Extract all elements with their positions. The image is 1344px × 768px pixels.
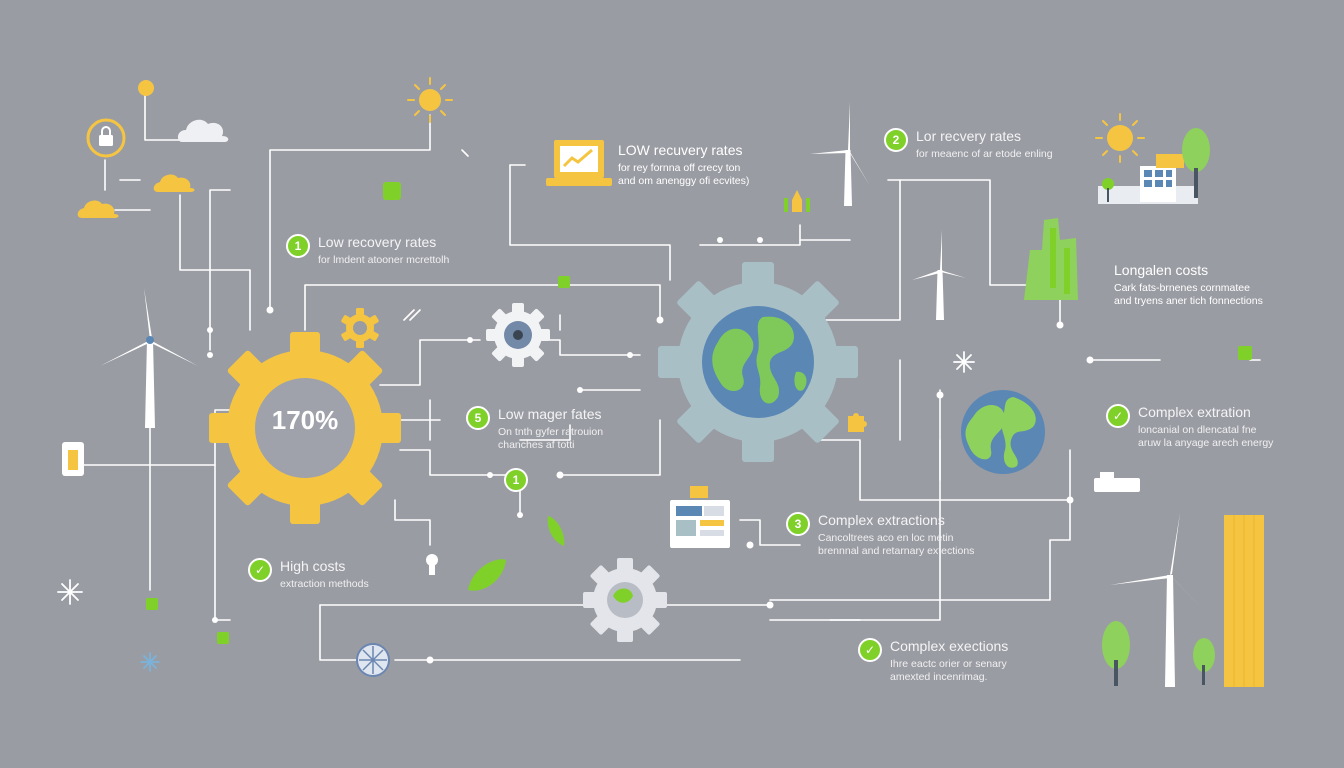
bulb-icon — [426, 554, 438, 575]
snowflake-icon — [57, 351, 975, 605]
dashboard-document-icon — [670, 486, 730, 548]
wind-turbine-icon — [100, 288, 198, 428]
small-gear-yellow — [341, 308, 379, 348]
callout-number-badge: 5 — [466, 406, 490, 430]
callout-title: Complex extractions — [818, 512, 945, 528]
callout-text: Ihre eactc orier or senary — [890, 658, 1007, 670]
callout-title: Lor recvery rates — [916, 128, 1022, 144]
cloud-icon — [77, 174, 195, 218]
callout-text: extraction methods — [280, 578, 369, 590]
callout-number-badge: ✓ — [248, 558, 272, 582]
tall-building-icon — [1224, 515, 1264, 687]
right-note-text: Cark fats-brnenes cornmatee — [1114, 282, 1250, 294]
callout-title: Low mager fates — [498, 406, 602, 422]
laptop-note: LOW recuvery rates for rey fornna off cr… — [618, 142, 749, 188]
callout-text: for lmdent atooner mcrettolh — [318, 254, 450, 266]
battery-icon — [62, 442, 84, 476]
blue-star-icon — [140, 652, 160, 672]
wind-turbine-icon — [810, 102, 870, 206]
globe-icon — [961, 390, 1045, 474]
leaf-icon — [468, 559, 506, 591]
callout-text: On tnth gyfer ratrouion — [498, 426, 604, 438]
callout-text: chanches af totti — [498, 439, 575, 451]
rocket-icon — [784, 190, 810, 212]
sun-icon — [1095, 113, 1145, 163]
cloud-icon — [177, 119, 229, 142]
callout-number-badge: 1 — [286, 234, 310, 258]
lock-icon — [86, 118, 126, 158]
callout-text: Cancoltrees aco en loc metin — [818, 532, 954, 544]
callout-text: aruw la anyage arech energy — [1138, 437, 1274, 449]
green-square-icon — [146, 182, 1252, 644]
laptop-note-text: for rey fornna off crecy ton — [618, 162, 741, 174]
callout-text: brennnal and retarnary extections — [818, 545, 975, 557]
tree-icon — [1102, 621, 1130, 686]
callout-text: for meaenc of ar etode enling — [916, 148, 1053, 160]
callout-title: Complex exections — [890, 638, 1009, 654]
tool-icon — [403, 149, 469, 321]
bottom-gear — [583, 558, 667, 642]
city-buildings-icon — [1098, 128, 1210, 204]
sun-icon — [138, 80, 154, 96]
callout-text: amexted incenrimag. — [890, 671, 988, 683]
gear-percent-label: 170% — [271, 405, 339, 435]
connector-dots — [207, 237, 1094, 664]
callout-number-badge: 1 — [504, 468, 528, 492]
fan-wheel-icon — [356, 643, 390, 677]
callout-title: Low recovery rates — [318, 234, 437, 250]
right-note: Longalen costs Cark fats-brnenes cornmat… — [1114, 262, 1263, 308]
wind-turbine-icon — [1110, 513, 1206, 687]
callout-title: Complex extration — [1138, 404, 1251, 420]
callout-number-badge: 3 — [786, 512, 810, 536]
tree-icon — [1193, 638, 1215, 685]
leaf-icon — [547, 516, 565, 546]
puzzle-gear-icon — [848, 413, 867, 432]
callout-number-badge: ✓ — [858, 638, 882, 662]
right-note-text: and tryens aner tich fonnections — [1114, 295, 1263, 307]
callout-number-badge: ✓ — [1106, 404, 1130, 428]
machine-icon — [1094, 472, 1140, 492]
callout-number-badge: 2 — [884, 128, 908, 152]
green-factory-icon — [1024, 218, 1078, 300]
callout-title: High costs — [280, 558, 346, 574]
sun-icon — [407, 77, 453, 123]
laptop-note-text: and om anenggy ofi ecvites) — [618, 175, 750, 187]
central-gear-globe — [658, 262, 858, 462]
laptop-chart-icon — [546, 140, 612, 186]
right-note-title: Longalen costs — [1114, 262, 1209, 278]
callout-text: loncanial on dlencatal fne — [1138, 424, 1257, 436]
laptop-note-title: LOW recuvery rates — [618, 142, 743, 158]
small-gear-white — [486, 303, 550, 367]
wind-turbine-icon — [912, 230, 966, 320]
central-gear-yellow — [209, 332, 401, 524]
